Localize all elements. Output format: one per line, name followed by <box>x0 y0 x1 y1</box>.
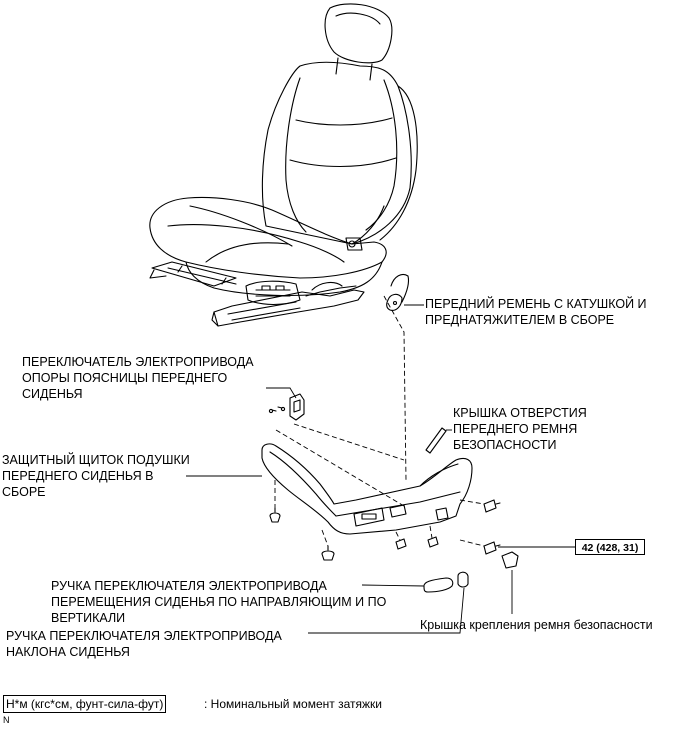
belt-hole-cover-part <box>425 427 447 454</box>
switch-knobs <box>423 571 469 593</box>
front-seat-illustration <box>149 3 418 327</box>
assembly-lines <box>274 295 485 547</box>
leader-lines <box>186 304 575 634</box>
legend-unit-box: Н*м (кгс*см, фунт-сила-фут) <box>3 695 167 713</box>
seat-belt-retractor-part <box>386 273 410 311</box>
torque-legend: Н*м (кгс*см, фунт-сила-фут) : Номинальны… <box>3 695 382 743</box>
corner-mark: N <box>3 715 10 725</box>
label-belt-hole-cover: КРЫШКА ОТВЕРСТИЯ ПЕРЕДНЕГО РЕМНЯ БЕЗОПАС… <box>453 406 587 452</box>
cushion-shield-part <box>261 443 473 535</box>
legend-description: : Номинальный момент затяжки <box>204 697 382 711</box>
lumbar-switch-part <box>268 393 305 421</box>
label-lumbar-switch: ПЕРЕКЛЮЧАТЕЛЬ ЭЛЕКТРОПРИВОДА ОПОРЫ ПОЯСН… <box>22 355 254 401</box>
label-cushion-shield: ЗАЩИТНЫЙ ЩИТОК ПОДУШКИ ПЕРЕДНЕГО СИДЕНЬЯ… <box>2 453 190 499</box>
label-slide-vertical-knob: РУЧКА ПЕРЕКЛЮЧАТЕЛЯ ЭЛЕКТРОПРИВОДА ПЕРЕМ… <box>51 579 387 625</box>
label-seat-belt-retractor: ПЕРЕДНИЙ РЕМЕНЬ С КАТУШКОЙ И ПРЕДНАТЯЖИТ… <box>425 297 647 327</box>
belt-anchor-cover-part <box>501 551 519 569</box>
torque-spec-box: 42 (428, 31) <box>575 539 645 555</box>
label-recline-knob: РУЧКА ПЕРЕКЛЮЧАТЕЛЯ ЭЛЕКТРОПРИВОДА НАКЛО… <box>6 629 282 659</box>
bolts <box>269 499 501 561</box>
label-belt-anchor-cover: Крышка крепления ремня безопасности <box>420 618 653 632</box>
